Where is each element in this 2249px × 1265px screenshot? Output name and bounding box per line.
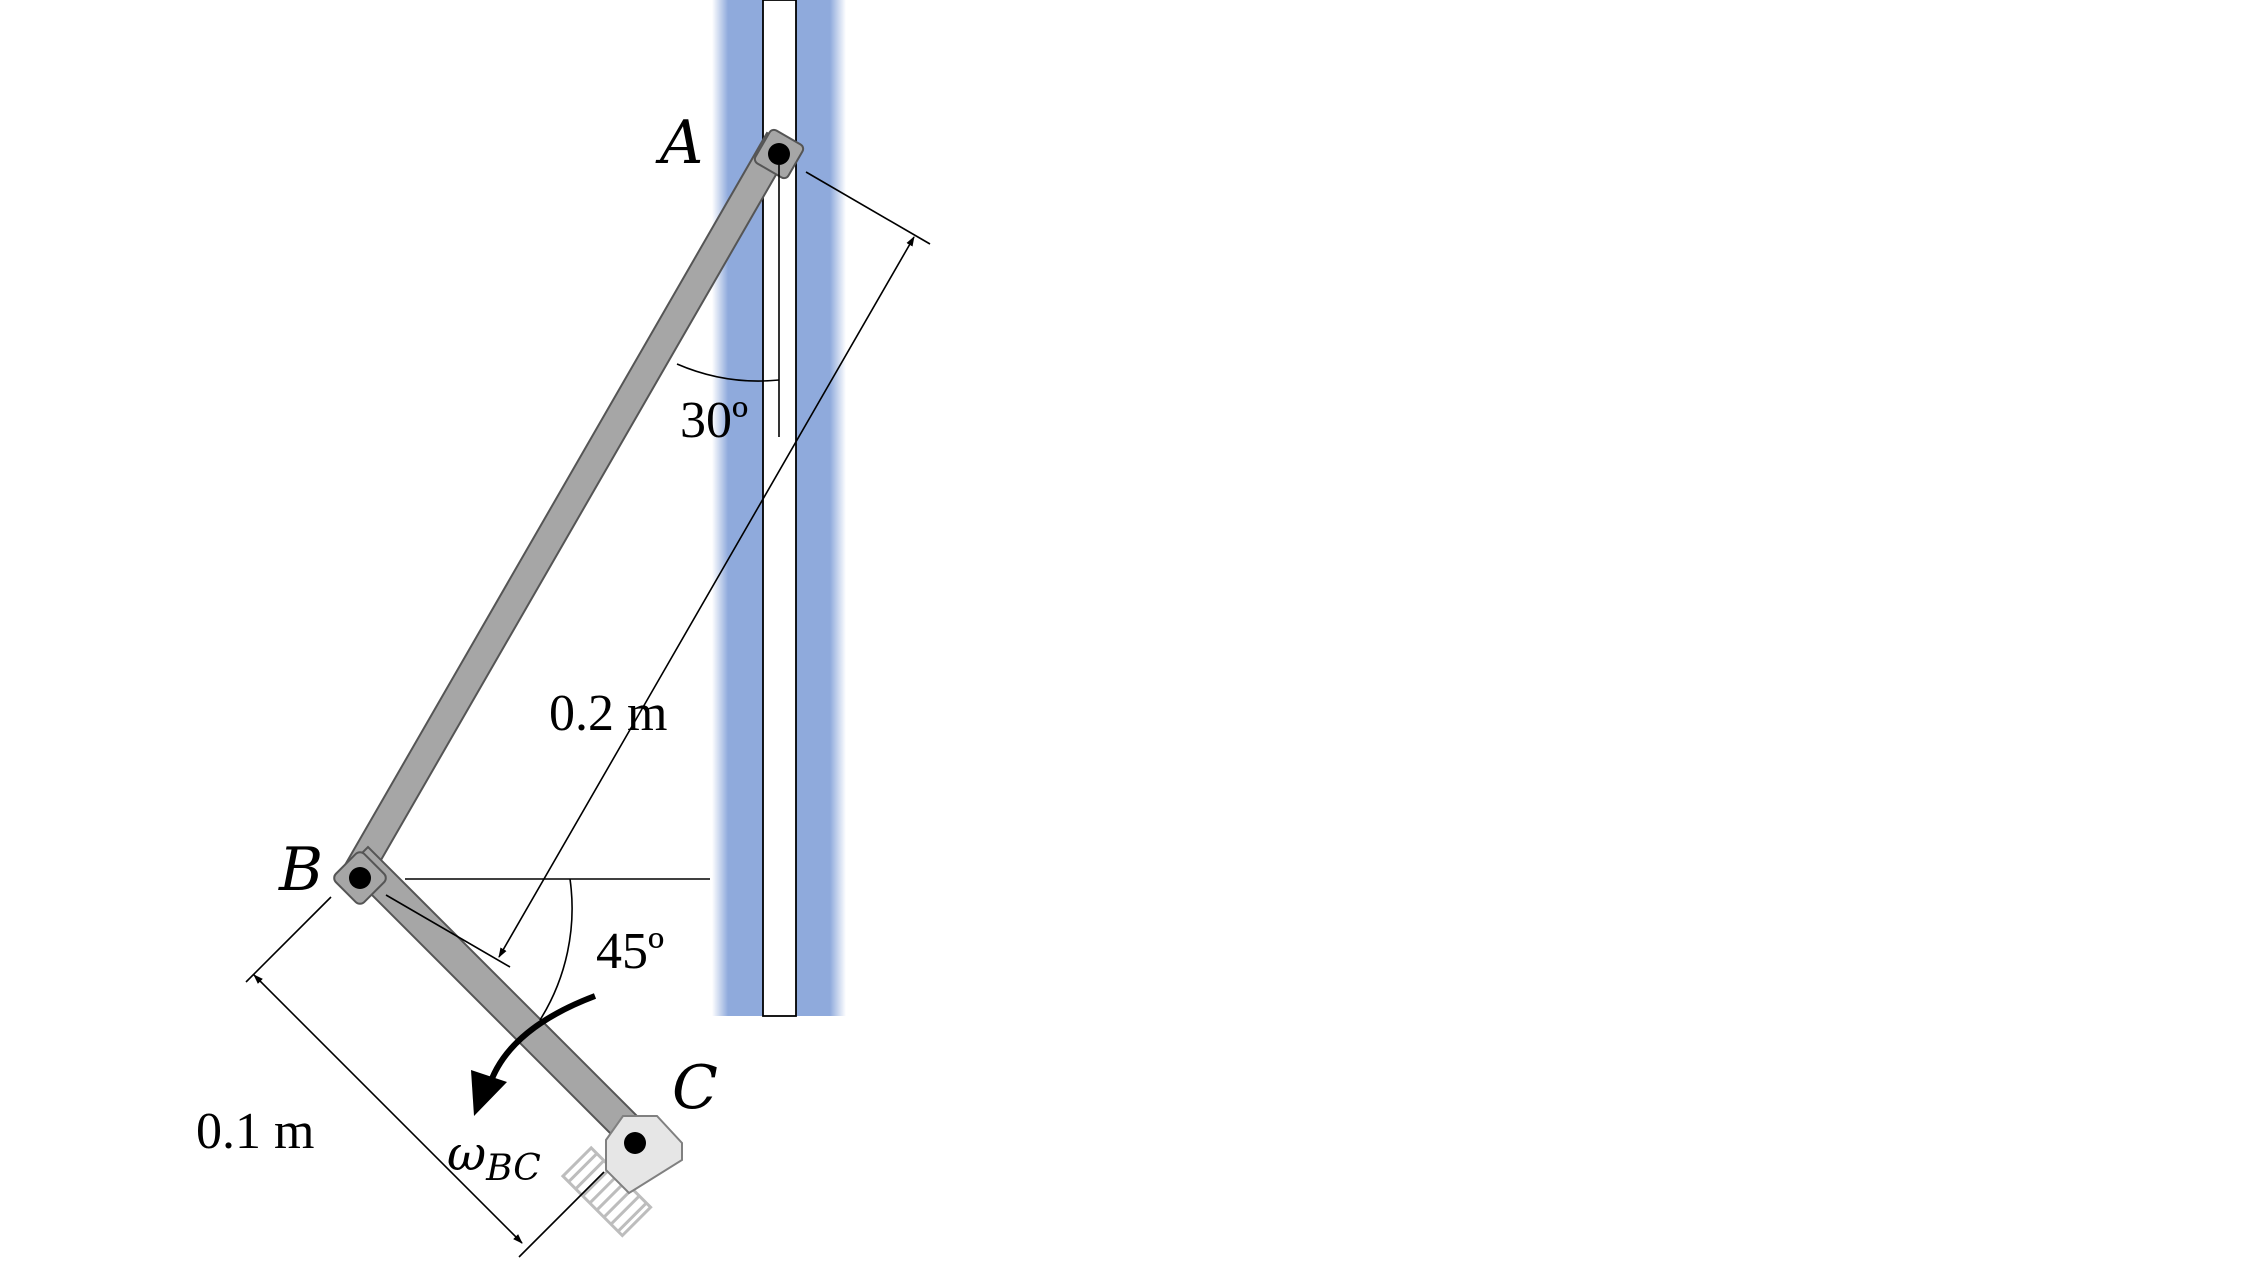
dimension-ab <box>385 171 931 968</box>
label-point-c: C <box>672 1053 718 1123</box>
extension-line-a <box>805 171 931 245</box>
label-angle-30: 30º <box>680 392 748 449</box>
extension-line-b2 <box>245 896 332 983</box>
label-point-a: A <box>655 108 703 178</box>
omega-symbol: ω <box>447 1126 486 1182</box>
pin-a <box>768 143 790 165</box>
extension-line-b <box>385 894 511 968</box>
omega-subscript: BC <box>485 1148 541 1189</box>
label-angle-45: 45º <box>596 923 664 980</box>
extension-line-c <box>518 1171 605 1258</box>
pin-c <box>624 1132 646 1154</box>
label-length-ab: 0.2 m <box>549 685 667 742</box>
angle-45-arc <box>539 878 573 1021</box>
pin-b <box>349 867 371 889</box>
omega-arrow-arc <box>485 993 597 1091</box>
omega-arrow-head <box>471 1070 507 1116</box>
link-bc <box>333 845 651 1158</box>
support-bracket <box>605 1115 683 1195</box>
angular-velocity-arrow <box>471 993 597 1116</box>
ground-support-c <box>560 1115 683 1238</box>
label-point-b: B <box>278 835 323 905</box>
dimension-bc <box>245 896 605 1258</box>
dimension-line-ab <box>498 236 915 958</box>
label-length-bc: 0.1 m <box>196 1103 314 1160</box>
label-omega-bc: ωBC <box>447 1126 541 1189</box>
link-bc-bar <box>344 845 651 1152</box>
dimension-line-bc <box>253 974 523 1244</box>
ground-hatch <box>560 1145 653 1238</box>
